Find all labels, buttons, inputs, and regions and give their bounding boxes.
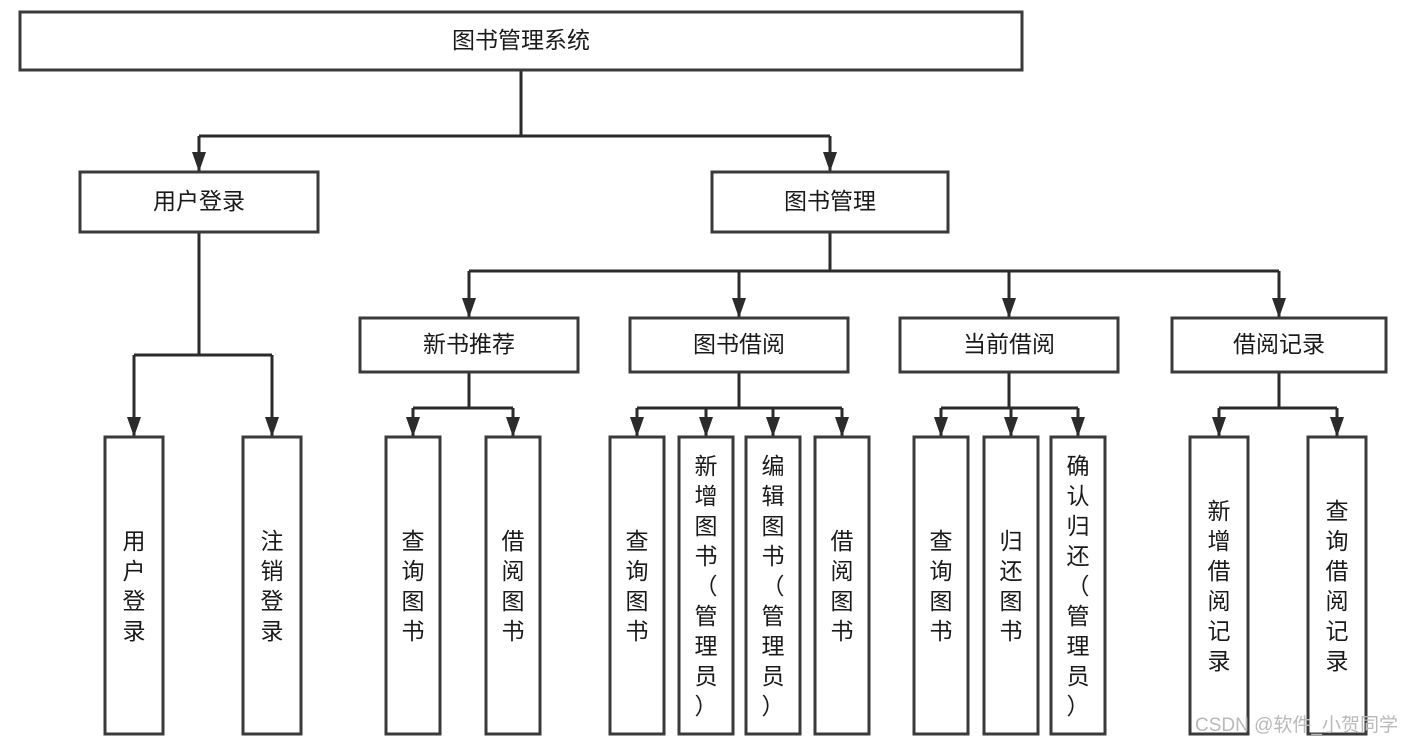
arrow-head (823, 152, 837, 172)
node-编辑图书管理员[interactable]: 编辑图书（管理员） (744, 435, 802, 736)
arrow-head (406, 417, 420, 437)
node-借阅图书[interactable]: 借阅图书 (813, 435, 871, 736)
node-label: 图书管理系统 (452, 27, 590, 53)
node-label: 用户登录 (123, 528, 146, 644)
node-box[interactable] (1306, 435, 1368, 736)
csdn-watermark: CSDN @软件_小贺同学 (1195, 714, 1398, 736)
arrow-head (699, 417, 713, 437)
node-label: 图书借阅 (693, 331, 785, 357)
node-label: 新书推荐 (423, 331, 515, 357)
arrow-head (1002, 298, 1016, 318)
node-box[interactable] (103, 435, 165, 736)
arrow-head (1071, 417, 1085, 437)
node-label: 注销登录 (261, 528, 284, 644)
node-box[interactable] (384, 435, 442, 736)
node-box[interactable] (912, 435, 970, 736)
arrow-head (630, 417, 644, 437)
node-当前借阅[interactable]: 当前借阅 (898, 316, 1120, 374)
arrow-head (506, 417, 520, 437)
node-label: 查询借阅记录 (1326, 498, 1349, 674)
node-新增图书管理员[interactable]: 新增图书（管理员） (677, 435, 735, 736)
node-box[interactable] (628, 316, 850, 374)
node-图书管理[interactable]: 图书管理 (710, 170, 950, 234)
node-box[interactable] (677, 435, 735, 736)
node-label: 新增借阅记录 (1208, 498, 1231, 674)
arrow-head (1212, 417, 1226, 437)
node-查询图书[interactable]: 查询图书 (608, 435, 666, 736)
node-借阅图书[interactable]: 借阅图书 (484, 435, 542, 736)
connector-lines (127, 70, 1344, 437)
node-新书推荐[interactable]: 新书推荐 (358, 316, 580, 374)
node-box[interactable] (608, 435, 666, 736)
arrow-head (127, 417, 141, 437)
node-box[interactable] (1188, 435, 1250, 736)
node-box[interactable] (78, 170, 320, 234)
node-label: 归还图书 (1000, 528, 1023, 644)
node-box[interactable] (898, 316, 1120, 374)
node-label: 查询图书 (626, 528, 649, 644)
node-label: 编辑图书（管理员） (762, 453, 785, 719)
node-label: 当前借阅 (963, 331, 1055, 357)
node-box[interactable] (982, 435, 1040, 736)
node-label: 借阅图书 (831, 528, 854, 644)
node-label: 确认归还（管理员） (1067, 453, 1090, 719)
arrow-head (732, 298, 746, 318)
arrow-head (265, 417, 279, 437)
node-box[interactable] (18, 10, 1024, 72)
node-图书管理系统[interactable]: 图书管理系统 (18, 10, 1024, 72)
node-box[interactable] (813, 435, 871, 736)
node-box[interactable] (1170, 316, 1388, 374)
arrow-head (766, 417, 780, 437)
node-归还图书[interactable]: 归还图书 (982, 435, 1040, 736)
node-box[interactable] (744, 435, 802, 736)
arrow-head (1004, 417, 1018, 437)
node-用户登录[interactable]: 用户登录 (78, 170, 320, 234)
node-box[interactable] (484, 435, 542, 736)
arrow-head (1272, 298, 1286, 318)
node-label: 查询图书 (930, 528, 953, 644)
node-box[interactable] (1049, 435, 1107, 736)
diagram-nodes: 图书管理系统用户登录用户登录注销登录图书管理新书推荐查询图书借阅图书图书借阅查询… (18, 10, 1388, 736)
arrow-head (1330, 417, 1344, 437)
node-label: 借阅记录 (1233, 331, 1325, 357)
node-借阅记录[interactable]: 借阅记录 (1170, 316, 1388, 374)
node-新增借阅记录[interactable]: 新增借阅记录 (1188, 435, 1250, 736)
arrow-head (462, 298, 476, 318)
node-label: 查询图书 (402, 528, 425, 644)
node-label: 图书管理 (784, 188, 876, 214)
node-查询图书[interactable]: 查询图书 (384, 435, 442, 736)
node-label: 借阅图书 (502, 528, 525, 644)
arrow-head (934, 417, 948, 437)
node-注销登录[interactable]: 注销登录 (241, 435, 303, 736)
node-box[interactable] (241, 435, 303, 736)
node-label: 新增图书（管理员） (695, 453, 718, 719)
node-label: 用户登录 (153, 188, 245, 214)
arrow-head (835, 417, 849, 437)
node-确认归还管理员[interactable]: 确认归还（管理员） (1049, 435, 1107, 736)
arrow-head (192, 152, 206, 172)
node-图书借阅[interactable]: 图书借阅 (628, 316, 850, 374)
node-box[interactable] (710, 170, 950, 234)
node-box[interactable] (358, 316, 580, 374)
node-用户登录[interactable]: 用户登录 (103, 435, 165, 736)
node-查询借阅记录[interactable]: 查询借阅记录 (1306, 435, 1368, 736)
node-查询图书[interactable]: 查询图书 (912, 435, 970, 736)
